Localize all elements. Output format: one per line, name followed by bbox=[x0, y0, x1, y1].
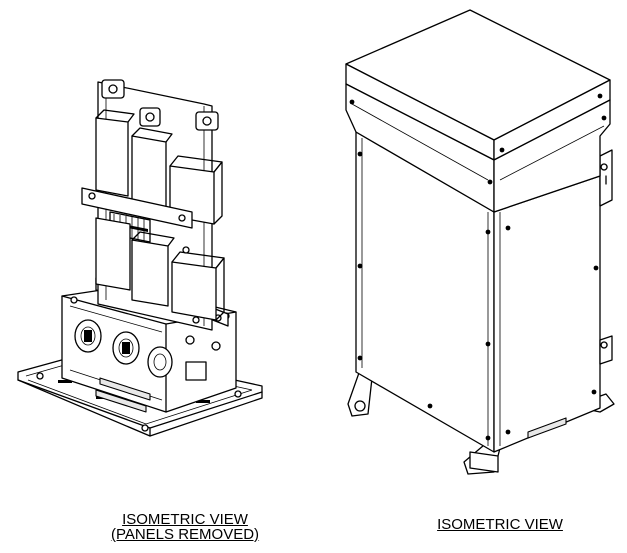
enclosure-body bbox=[355, 131, 613, 453]
caption-isometric-view: ISOMETRIC VIEW bbox=[385, 517, 615, 532]
capacitor-1 bbox=[74, 319, 102, 353]
caption-left-line1: ISOMETRIC VIEW bbox=[122, 511, 248, 528]
caption-right: ISOMETRIC VIEW bbox=[437, 516, 563, 533]
caption-isometric-panels-removed: ISOMETRIC VIEW (PANELS REMOVED) bbox=[60, 512, 310, 542]
open-reactor-assembly bbox=[17, 79, 263, 437]
enclosed-reactor-unit bbox=[345, 9, 615, 475]
capacitor-2 bbox=[112, 331, 140, 365]
enclosure-lid bbox=[345, 9, 611, 213]
caption-left-line2: (PANELS REMOVED) bbox=[110, 526, 260, 543]
lower-coils bbox=[95, 217, 225, 324]
capacitor-3 bbox=[147, 346, 173, 378]
